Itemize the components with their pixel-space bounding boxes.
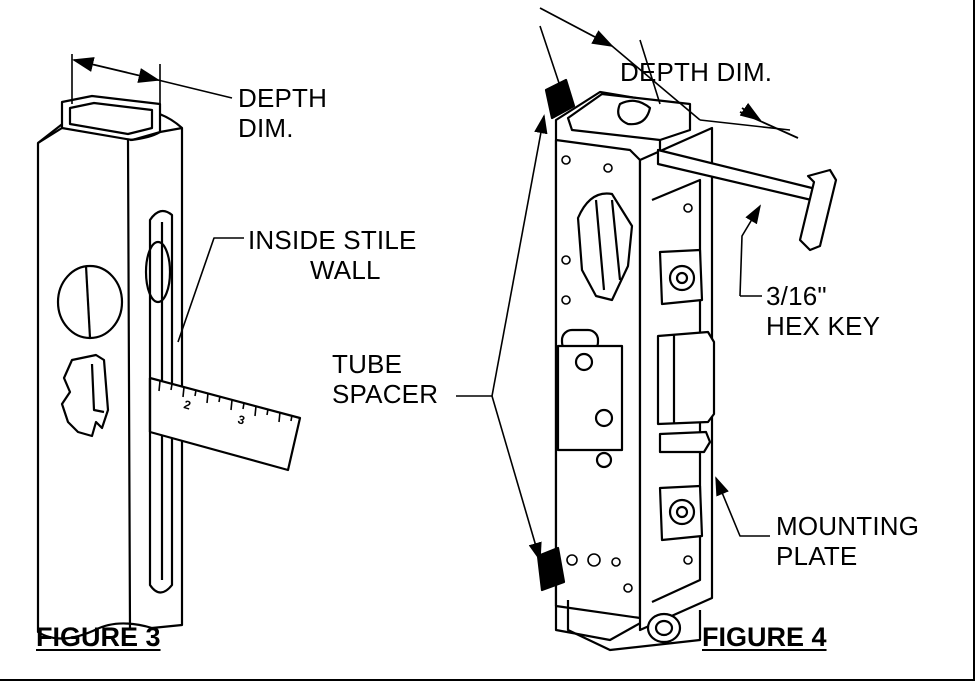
tube-spacer-bottom <box>536 546 566 592</box>
latch-bolt <box>656 330 716 426</box>
figure3-drawing <box>36 54 302 640</box>
cam-cutout <box>60 353 110 438</box>
inside-stile-label-line1: INSIDE STILE <box>248 225 417 255</box>
figure4-depth-label: DEPTH DIM. <box>620 57 773 87</box>
figure3-title: FIGURE 3 <box>36 622 161 652</box>
tube-spacer-label-line2: SPACER <box>332 379 439 409</box>
hex-key-label-line2: HEX KEY <box>766 311 881 341</box>
figure3-depth-label-line2: DIM. <box>238 113 294 143</box>
upper-square <box>658 248 704 306</box>
figure4-title: FIGURE 4 <box>702 622 827 652</box>
stile-body <box>36 102 184 640</box>
side-slot <box>148 209 174 594</box>
mounting-plate-label-line2: PLATE <box>776 541 858 571</box>
hex-key <box>656 148 838 252</box>
hex-key-label-line1: 3/16" <box>766 281 827 311</box>
mounting-plate-label-line1: MOUNTING <box>776 511 920 541</box>
ruler <box>148 376 302 472</box>
tube-spacer-label-line1: TUBE <box>332 349 403 379</box>
inside-stile-label-line2: WALL <box>310 255 381 285</box>
figure3-depth-label-line1: DEPTH <box>238 83 328 113</box>
figure4-drawing <box>456 7 838 652</box>
lower-square <box>658 484 704 542</box>
